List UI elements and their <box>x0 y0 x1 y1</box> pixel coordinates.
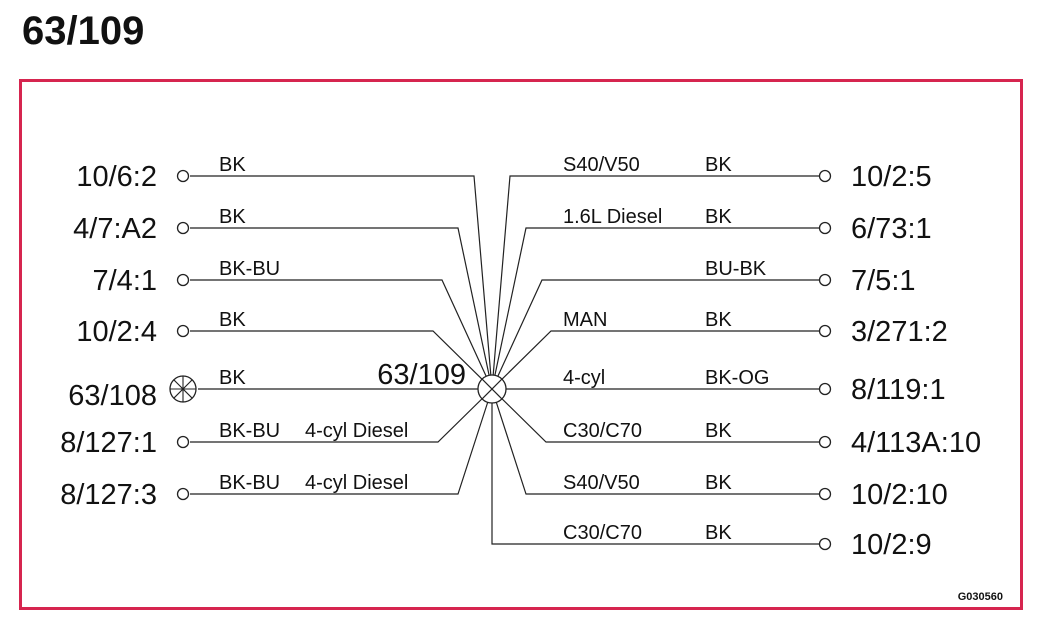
wire-note-label: C30/C70 <box>563 420 642 442</box>
wire-note-label: 4-cyl Diesel <box>305 472 408 494</box>
terminal-circle-icon <box>818 487 832 501</box>
terminal-circle-icon <box>176 273 190 287</box>
wire-color-label: BK-OG <box>705 367 769 389</box>
terminal-circle-icon <box>818 221 832 235</box>
terminal-circle-icon <box>176 435 190 449</box>
left-connector-row: 7/4:1 BK-BU <box>93 258 493 390</box>
connector-label: 4/113A:10 <box>851 427 981 459</box>
connector-label: 63/108 <box>68 380 157 412</box>
wire-color-label: BK <box>705 420 732 442</box>
left-connector-row: 8/127:3 BK-BU 4-cyl Diesel <box>60 388 493 511</box>
wire-note-label: MAN <box>563 309 607 331</box>
connector-label: 10/2:10 <box>851 479 948 511</box>
wire-color-label: BK <box>705 206 732 228</box>
wire-note-label: S40/V50 <box>563 154 640 176</box>
right-connector-row: 3/271:2 BK MAN <box>491 309 948 390</box>
right-connector-row: 7/5:1 BU-BK <box>491 258 916 390</box>
wire-color-label: BK <box>705 309 732 331</box>
diagram-frame <box>19 79 1023 610</box>
connector-label: 8/127:3 <box>60 479 157 511</box>
figure-code: G030560 <box>958 591 1003 603</box>
connector-label: 6/73:1 <box>851 213 932 245</box>
wire-note-label: 1.6L Diesel <box>563 206 662 228</box>
connector-label: 7/4:1 <box>93 265 158 297</box>
connector-label: 4/7:A2 <box>73 213 157 245</box>
wire <box>491 279 819 390</box>
terminal-circle-icon <box>176 487 190 501</box>
terminal-circle-icon <box>818 435 832 449</box>
left-connector-row: 8/127:1 BK-BU 4-cyl Diesel <box>60 388 493 459</box>
wire <box>190 227 493 390</box>
wire <box>491 403 819 545</box>
right-connector-row: 10/2:9 BK C30/C70 <box>491 403 932 561</box>
wire <box>491 330 819 390</box>
wire-color-label: BK <box>705 522 732 544</box>
right-connector-row: 8/119:1 BK-OG 4-cyl <box>506 367 946 406</box>
left-connector-row: 63/108 BK <box>68 367 478 412</box>
terminal-circle-icon <box>176 221 190 235</box>
wire-note-label: C30/C70 <box>563 522 642 544</box>
wire <box>491 227 819 390</box>
splice-cross-b <box>481 378 503 400</box>
wire <box>190 330 493 390</box>
connector-label: 10/2:5 <box>851 161 932 193</box>
center-label: 63/109 <box>377 359 466 391</box>
terminal-circle-icon <box>176 169 190 183</box>
connector-label: 3/271:2 <box>851 316 948 348</box>
wire <box>491 388 819 443</box>
wire <box>190 175 493 390</box>
wire-color-label: BK <box>219 309 246 331</box>
connector-label: 7/5:1 <box>851 265 916 297</box>
terminal-circle-icon <box>818 382 832 396</box>
wire <box>190 388 493 495</box>
wire-color-label: BU-BK <box>705 258 767 280</box>
wire <box>190 279 493 390</box>
wire-color-label: BK <box>219 154 246 176</box>
wire <box>491 388 819 495</box>
wire <box>491 175 819 390</box>
wire-color-label: BK <box>705 154 732 176</box>
wire-color-label: BK <box>705 472 732 494</box>
wire-color-label: BK-BU <box>219 258 280 280</box>
terminal-circle-icon <box>176 324 190 338</box>
page-title: 63/109 <box>22 9 145 53</box>
wire-note-label: 4-cyl Diesel <box>305 420 408 442</box>
wire-color-label: BK <box>219 367 246 389</box>
splice-terminal-icon <box>169 375 197 403</box>
wire-note-label: S40/V50 <box>563 472 640 494</box>
wire-color-label: BK <box>219 206 246 228</box>
terminal-circle-icon <box>818 273 832 287</box>
right-connector-row: 4/113A:10 BK C30/C70 <box>491 388 981 459</box>
connector-label: 10/2:4 <box>76 316 157 348</box>
connector-label: 10/6:2 <box>76 161 157 193</box>
wire <box>190 388 493 443</box>
terminal-circle-icon <box>818 169 832 183</box>
terminal-circle-icon <box>818 537 832 551</box>
connector-label: 10/2:9 <box>851 529 932 561</box>
right-connector-row: 10/2:10 BK S40/V50 <box>491 388 948 511</box>
wire-note-label: 4-cyl <box>563 367 605 389</box>
center-splice <box>477 374 507 404</box>
wire-color-label: BK-BU <box>219 472 280 494</box>
wire-color-label: BK-BU <box>219 420 280 442</box>
connector-label: 8/127:1 <box>60 427 157 459</box>
terminal-circle-icon <box>818 324 832 338</box>
connector-label: 8/119:1 <box>851 374 946 406</box>
